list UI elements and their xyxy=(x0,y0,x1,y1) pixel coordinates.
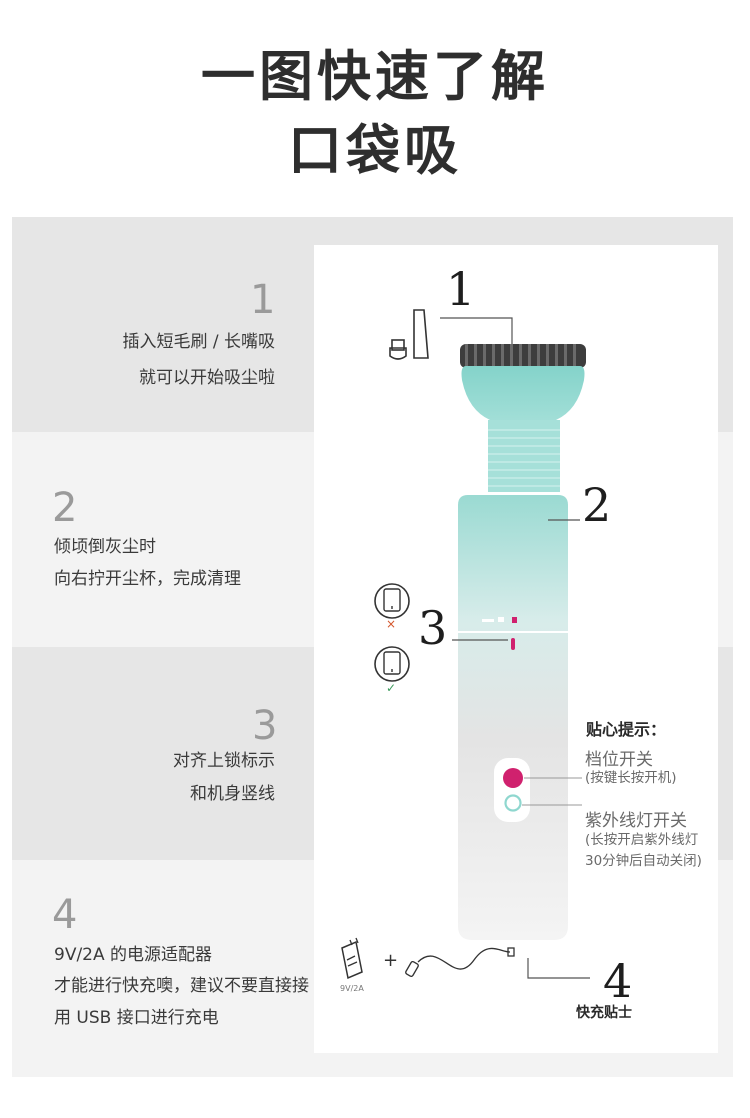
fast-charge-caption: 快充贴士 xyxy=(576,1005,632,1021)
step-1-line1: 插入短毛刷 / 长嘴吸 xyxy=(122,332,275,352)
usb-cable-icon xyxy=(405,947,515,978)
power-button xyxy=(503,768,523,788)
uv-button xyxy=(504,794,522,812)
step-3-number: 3 xyxy=(252,703,278,749)
lock-indicator xyxy=(482,617,517,650)
step-4-line3: 用 USB 接口进行充电 xyxy=(54,1008,219,1028)
step-1-line2: 就可以开始吸尘啦 xyxy=(139,368,275,388)
power-switch-label: 档位开关 xyxy=(585,750,653,770)
step-2-number: 2 xyxy=(52,485,78,531)
page-title-line1: 一图快速了解 xyxy=(201,45,549,108)
step-1-number: 1 xyxy=(250,277,276,323)
tips-title: 贴心提示： xyxy=(586,720,667,739)
step-2-line1: 倾顷倒灰尘时 xyxy=(54,537,156,557)
button-panel xyxy=(494,758,530,822)
step-2-line2: 向右拧开尘杯，完成清理 xyxy=(54,569,241,589)
callout-2: 2 xyxy=(582,478,612,532)
step-4-number: 4 xyxy=(52,892,78,938)
lock-right-icon xyxy=(374,646,410,682)
adapter-label: 9V/2A xyxy=(340,984,364,993)
adapter-icon xyxy=(341,937,363,980)
plus-sign: + xyxy=(383,950,399,971)
callout-line-4 xyxy=(527,958,590,979)
uv-switch-sub2: 30分钟后自动关闭) xyxy=(585,853,702,869)
lock-wrong-icon xyxy=(374,583,410,619)
brush-bristles xyxy=(460,344,586,368)
brush-head xyxy=(461,366,585,432)
step-3-line2: 和机身竖线 xyxy=(190,784,275,804)
callout-line-1 xyxy=(440,317,513,344)
page-title-line2: 口袋吸 xyxy=(288,119,462,182)
step-3-line1: 对齐上锁标示 xyxy=(173,751,275,771)
brush-neck xyxy=(488,420,560,492)
callout-4: 4 xyxy=(603,954,633,1008)
accessory-icons xyxy=(389,309,429,360)
step-4-line2: 才能进行快充噢，建议不要直接接 xyxy=(54,976,309,996)
vacuum-body xyxy=(458,495,568,940)
step-4-line1: 9V/2A 的电源适配器 xyxy=(54,945,213,965)
uv-switch-sub1: (长按开启紫外线灯 xyxy=(585,832,699,848)
power-switch-sub: (按键长按开机) xyxy=(585,770,677,786)
callout-3: 3 xyxy=(418,601,448,655)
lock-wrong-mark: × xyxy=(386,617,397,631)
uv-switch-label: 紫外线灯开关 xyxy=(585,811,687,831)
lock-right-mark: ✓ xyxy=(386,681,397,695)
callout-1: 1 xyxy=(446,262,476,316)
